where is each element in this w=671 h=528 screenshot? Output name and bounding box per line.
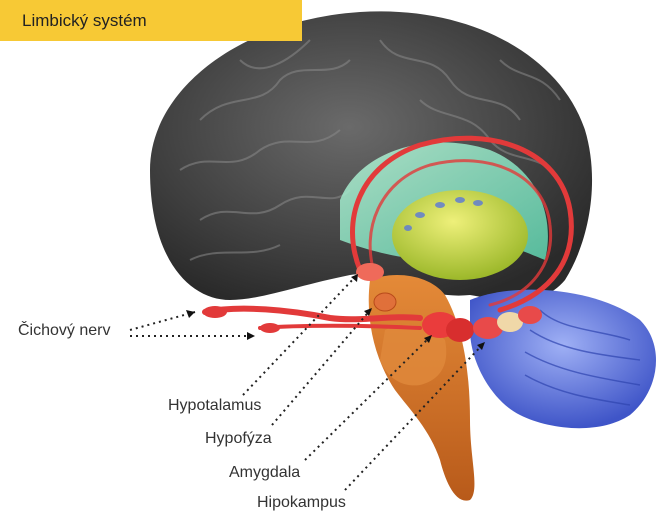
olfactory-bulb — [203, 306, 227, 318]
hypothalamus-shape — [356, 263, 384, 281]
leader-hippocampus — [344, 341, 486, 491]
label-olfactory-nerve: Čichový nerv — [18, 322, 111, 339]
leader-lines — [129, 273, 486, 491]
leader-olfactory-1 — [129, 311, 196, 331]
leader-arrowheads — [186, 274, 485, 350]
cerebellum-folia — [524, 309, 641, 406]
leader-hypothalamus — [242, 273, 359, 396]
label-amygdala: Amygdala — [229, 464, 301, 481]
limbic-tracts — [202, 135, 574, 330]
thalamus-dots — [404, 197, 483, 231]
leader-pituitary — [271, 307, 373, 426]
amygdala-shape — [422, 312, 474, 342]
pituitary-shape — [373, 292, 397, 312]
title-banner: Limbický systém — [0, 0, 302, 41]
page-title: Limbický systém — [22, 11, 147, 30]
label-pituitary: Hypofýza — [205, 430, 272, 447]
hippocampus-shape — [473, 306, 542, 339]
thalamus — [392, 190, 528, 280]
olfactory-bulb-2 — [260, 323, 280, 333]
label-hypothalamus: Hypotalamus — [168, 397, 262, 414]
label-hippocampus: Hipokampus — [257, 494, 346, 511]
